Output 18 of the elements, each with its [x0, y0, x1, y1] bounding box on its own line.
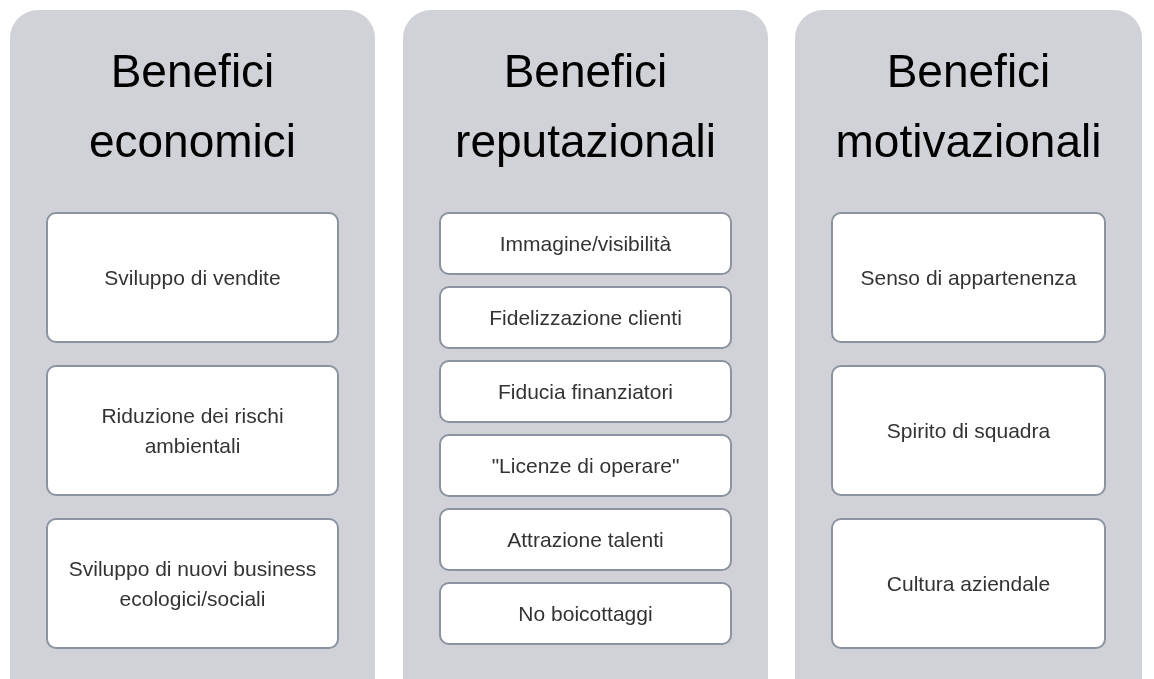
- panel-heading: Benefici motivazionali: [834, 44, 1103, 169]
- panel-heading: Benefici economici: [87, 44, 298, 169]
- benefit-box: Senso di appartenenza: [831, 212, 1106, 343]
- benefit-box: Attrazione talenti: [439, 508, 732, 571]
- benefit-box: No boicottaggi: [439, 582, 732, 645]
- benefit-box: "Licenze di operare": [439, 434, 732, 497]
- benefit-box: Fidelizzazione clienti: [439, 286, 732, 349]
- category-panel: [10, 10, 375, 679]
- benefit-box: Riduzione dei rischi ambientali: [46, 365, 339, 496]
- benefit-box: Cultura aziendale: [831, 518, 1106, 649]
- category-panel: [795, 10, 1142, 679]
- category-panel: [403, 10, 768, 679]
- benefit-box: Spirito di squadra: [831, 365, 1106, 496]
- benefit-box: Immagine/visibilità: [439, 212, 732, 275]
- panel-heading: Benefici reputazionali: [454, 44, 717, 169]
- benefit-box: Sviluppo di vendite: [46, 212, 339, 343]
- benefit-box: Fiducia finanziatori: [439, 360, 732, 423]
- benefit-box: Sviluppo di nuovi business ecologici/sociali: [46, 518, 339, 649]
